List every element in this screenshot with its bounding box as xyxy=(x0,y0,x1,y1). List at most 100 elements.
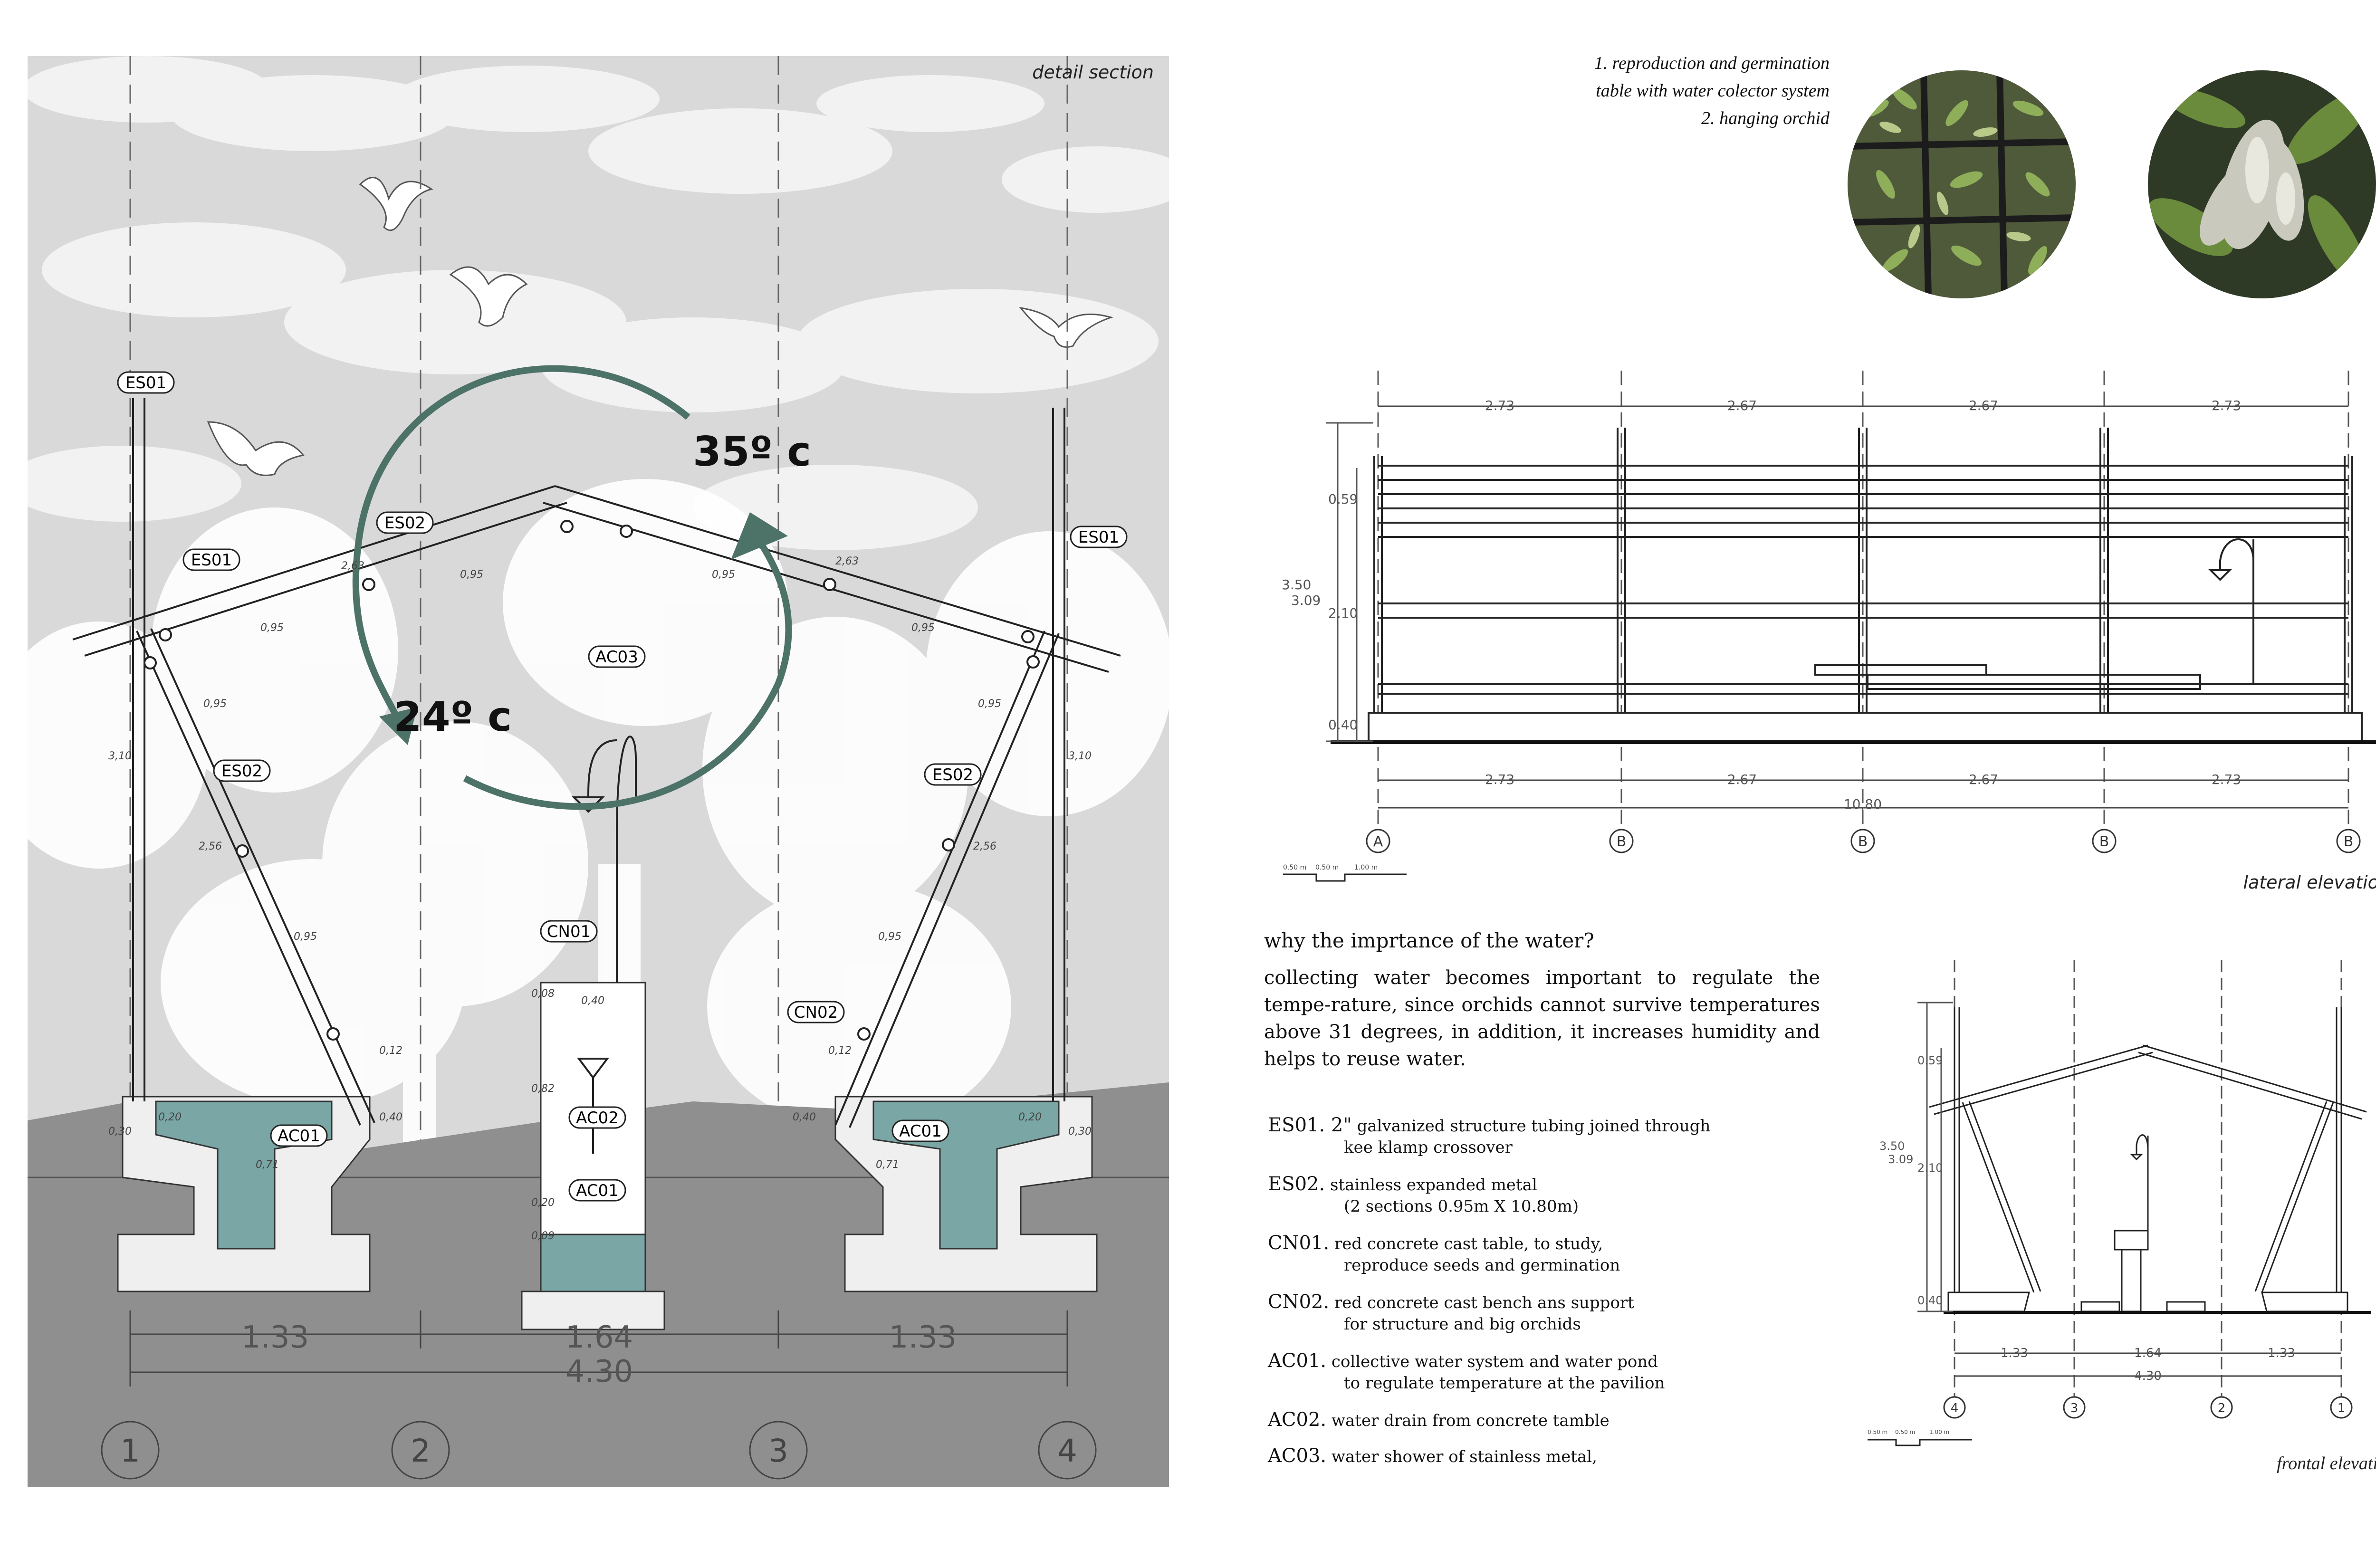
dim-label: 2.73 xyxy=(1485,772,1514,787)
legend-code: CN02. xyxy=(1268,1291,1330,1313)
photo-hanging-orchid xyxy=(2148,70,2376,298)
legend-item: ES01. 2" galvanized structure tubing joi… xyxy=(1268,1114,1819,1159)
dim-label: 0,08 xyxy=(531,988,555,1000)
lateral-elevation-title: lateral elevation xyxy=(2243,872,2376,893)
legend-text-line2: to regulate temperature at the pavilion xyxy=(1344,1374,1665,1393)
scale-label: 0.50 m xyxy=(1315,864,1339,871)
main-dimensions: 1.33 1.64 1.33 4.30 xyxy=(241,1320,957,1389)
legend-text: water drain from concrete tamble xyxy=(1326,1411,1610,1430)
dim-label: 2.67 xyxy=(1969,772,1998,787)
dim-label: 0,30 xyxy=(1068,1126,1092,1138)
dim-label: 2,63 xyxy=(341,560,364,572)
legend-text: water shower of stainless metal, xyxy=(1326,1447,1597,1466)
question-heading: why the imprtance of the water? xyxy=(1264,929,1594,952)
clouds xyxy=(4,56,1192,550)
dim-label: 0,40 xyxy=(581,995,604,1007)
axis-label: B xyxy=(2099,833,2109,850)
axis-markers: 1 2 3 4 xyxy=(101,1421,1097,1480)
height-label: 3.50 xyxy=(1282,577,1311,593)
legend-code: CN01. xyxy=(1268,1232,1330,1254)
height-label: 0.40 xyxy=(1328,717,1358,733)
frontal-elevation-drawing: 0.59 3.50 3.09 2.10 0.40 1.33 1.64 1.33 … xyxy=(1868,960,2371,1446)
birds xyxy=(207,176,1114,476)
height-label: 3.50 xyxy=(1879,1139,1905,1153)
lateral-bottom-dim-lines xyxy=(1378,779,2348,809)
table-water-tank xyxy=(540,1233,646,1297)
legend-text-line2: reproduce seeds and germination xyxy=(1344,1256,1620,1275)
tag-es01: ES01 xyxy=(191,551,232,570)
frontal-elevation: 0.59 3.50 3.09 2.10 0.40 1.33 1.64 1.33 … xyxy=(1834,950,2376,1449)
detail-section-title: detail section xyxy=(1032,62,1154,83)
frontal-scale-bar: 0.50 m 0.50 m 1.00 m xyxy=(1868,1429,1972,1446)
grid-axes xyxy=(129,56,1068,1453)
legend-text-line2: kee klamp crossover xyxy=(1344,1138,1513,1157)
axis-label: B xyxy=(1858,833,1868,850)
lateral-scale-bar: 0.50 m 0.50 m 1.00 m xyxy=(1283,864,1407,882)
dim-label: 0,12 xyxy=(379,1045,402,1057)
dim-label: 1.64 xyxy=(2134,1346,2162,1360)
lateral-axis-markers: A B B B B xyxy=(1366,829,2361,853)
warm-air-arrowhead xyxy=(731,512,788,560)
lateral-bench xyxy=(1368,712,2363,742)
dim-label: 0,40 xyxy=(379,1111,402,1123)
photo-caption-line: table with water colector system xyxy=(1596,81,1830,101)
scale-label: 1.00 m xyxy=(1354,864,1378,871)
cool-air-arrow xyxy=(352,365,690,732)
tag-es02: ES02 xyxy=(221,762,262,781)
photo-caption-line: 2. hanging orchid xyxy=(1701,108,1830,128)
legend-code: ES02. xyxy=(1268,1173,1325,1195)
tag-es01: ES01 xyxy=(1078,528,1119,547)
tag-ac01: AC01 xyxy=(899,1122,942,1141)
lateral-elevation: 2.73 2.67 2.67 2.73 xyxy=(1264,361,2376,898)
lateral-bottom-dims: 2.73 2.67 2.67 2.73 10,80 xyxy=(1485,772,2241,812)
photo-germination-table xyxy=(1848,70,2076,298)
height-label: 0.59 xyxy=(1917,1054,1943,1067)
legend-text-line2: (2 sections 0.95m X 10.80m) xyxy=(1344,1197,1579,1216)
axis-label: B xyxy=(2344,833,2354,850)
legend-text: collective water system and water pond xyxy=(1326,1352,1658,1371)
element-tags: ES01 ES01 ES01 ES02 ES02 ES02 AC03 CN01 … xyxy=(117,371,1128,1202)
dim-label: 0,95 xyxy=(878,931,901,943)
tag-ac02: AC02 xyxy=(576,1109,619,1128)
dim-label: 0,95 xyxy=(203,698,227,710)
frontal-benches xyxy=(1947,1291,2348,1312)
hanging-orchid-photo-image xyxy=(2148,70,2376,298)
dim-total: 10,80 xyxy=(1844,796,1882,812)
dim-3-4: 1.33 xyxy=(889,1320,957,1355)
axis-label: 3 xyxy=(768,1433,788,1469)
tag-es02: ES02 xyxy=(932,765,973,784)
tag-ac03: AC03 xyxy=(595,648,638,667)
tag-ac01: AC01 xyxy=(576,1181,619,1200)
legend-text-line2: for structure and big orchids xyxy=(1344,1315,1581,1334)
small-dimensions: 2,63 2,63 0,95 0,95 0,95 0,95 0,95 0,95 … xyxy=(108,555,1092,1242)
lateral-structure xyxy=(1373,428,2353,713)
cool-air-arrowhead xyxy=(379,707,417,745)
water-paragraph: collecting water becomes important to re… xyxy=(1264,967,1820,1070)
height-label: 2.10 xyxy=(1917,1161,1943,1175)
frontal-structure xyxy=(1929,1007,2367,1312)
dim-label: 0,71 xyxy=(256,1159,279,1171)
frontal-bottom-dim-lines xyxy=(1954,1352,2341,1377)
legend-item: CN02. red concrete cast bench ans suppor… xyxy=(1268,1291,1819,1336)
height-label: 3.09 xyxy=(1888,1153,1913,1166)
axis-label: 2 xyxy=(411,1433,431,1469)
legend-item: ES02. stainless expanded metal (2 sectio… xyxy=(1268,1173,1819,1218)
legend-code: AC01. xyxy=(1268,1350,1327,1372)
height-label: 3.09 xyxy=(1291,593,1321,608)
germination-photo-image xyxy=(1848,70,2076,298)
photo-caption: 1. reproduction and germination table wi… xyxy=(1449,49,1830,132)
height-label: 0.40 xyxy=(1917,1294,1943,1307)
tube-connectors xyxy=(144,520,1040,1041)
dim-label: 0,95 xyxy=(460,569,483,581)
scale-label: 0.50 m xyxy=(1868,1429,1887,1435)
dim-label: 2.73 xyxy=(2212,398,2241,413)
legend-text: galvanized structure tubing joined throu… xyxy=(1351,1117,1711,1136)
legend-text: red concrete cast table, to study, xyxy=(1329,1234,1603,1253)
legend-text: red concrete cast bench ans support xyxy=(1329,1293,1634,1312)
dim-label: 0,20 xyxy=(1018,1111,1042,1123)
frontal-elevation-title: frontal elevation xyxy=(2277,1453,2376,1473)
dim-label: 0,20 xyxy=(158,1111,182,1123)
legend-code: AC03. xyxy=(1268,1445,1327,1467)
dim-label: 0,40 xyxy=(793,1111,816,1123)
axis-label: 1 xyxy=(2338,1401,2346,1415)
